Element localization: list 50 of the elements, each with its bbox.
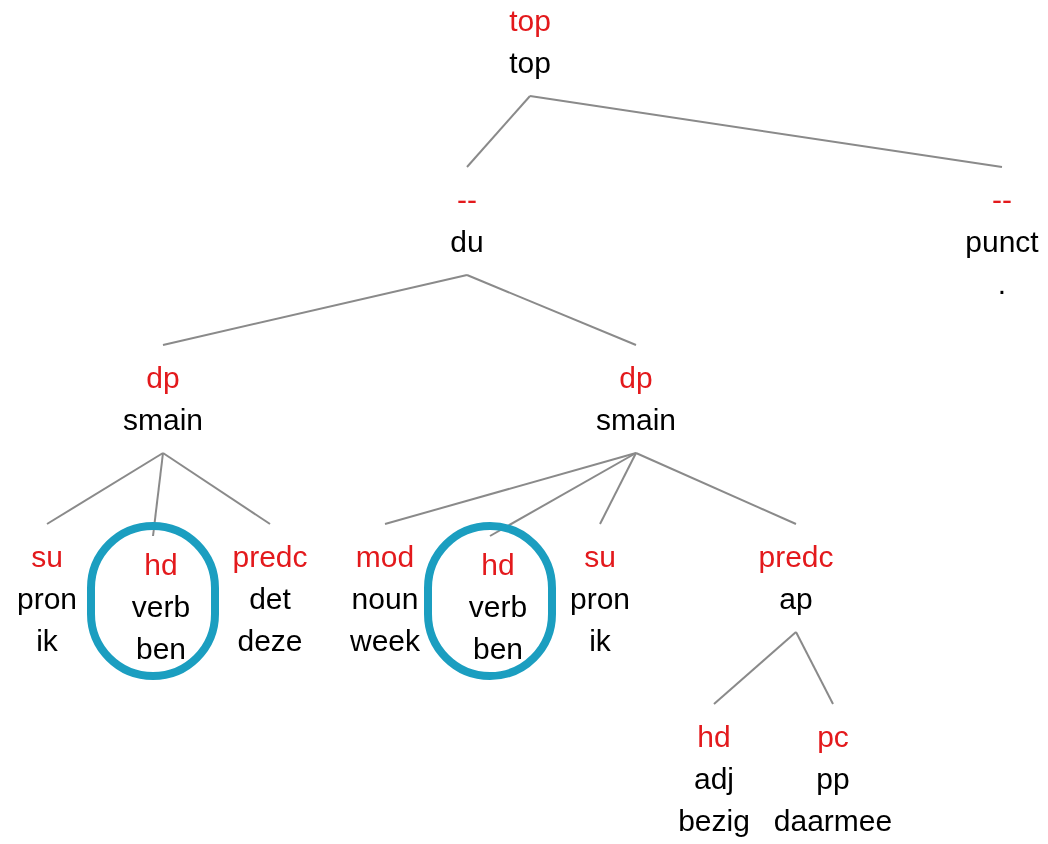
word-label: deze — [237, 623, 303, 659]
category-label: punct — [965, 224, 1039, 260]
word-label: ben — [472, 631, 523, 667]
category-label: du — [450, 224, 484, 260]
relation-label: hd — [144, 547, 178, 583]
word-label: ik — [589, 623, 611, 659]
relation-label: su — [584, 539, 616, 575]
relation-label: dp — [146, 360, 180, 396]
relation-label: top — [509, 3, 551, 39]
word-label: daarmee — [773, 803, 893, 839]
relation-label: mod — [355, 539, 415, 575]
relation-label: predc — [758, 539, 834, 575]
category-label: adj — [693, 761, 734, 797]
category-label: det — [249, 581, 291, 617]
tree-branch — [795, 631, 834, 705]
tree-branch — [489, 452, 637, 537]
tree-branch — [46, 452, 164, 525]
relation-label: hd — [697, 719, 731, 755]
category-label: pron — [570, 581, 630, 617]
tree-branch — [529, 95, 1003, 168]
relation-label: -- — [992, 182, 1012, 218]
tree-branch — [466, 95, 531, 168]
tree-branch — [152, 452, 164, 537]
word-label: ben — [135, 631, 186, 667]
category-label: verb — [131, 589, 191, 625]
category-label: verb — [468, 589, 528, 625]
relation-label: -- — [457, 182, 477, 218]
word-label: bezig — [678, 803, 750, 839]
tree-branch — [384, 452, 637, 525]
category-label: smain — [123, 402, 203, 438]
category-label: smain — [596, 402, 676, 438]
word-label: ik — [36, 623, 58, 659]
tree-branch — [635, 452, 797, 525]
relation-label: dp — [619, 360, 653, 396]
category-label: pron — [17, 581, 77, 617]
relation-label: pc — [817, 719, 849, 755]
category-label: noun — [351, 581, 419, 617]
relation-label: predc — [232, 539, 308, 575]
tree-branch — [713, 631, 797, 705]
category-label: ap — [779, 581, 813, 617]
word-label: week — [350, 623, 420, 659]
relation-label: hd — [481, 547, 515, 583]
tree-branch — [599, 452, 637, 525]
category-label: pp — [816, 761, 850, 797]
tree-branch — [162, 452, 271, 525]
relation-label: su — [31, 539, 63, 575]
category-label: top — [509, 45, 551, 81]
tree-branch — [162, 274, 468, 346]
word-label: . — [997, 266, 1007, 302]
tree-branch — [466, 274, 637, 346]
